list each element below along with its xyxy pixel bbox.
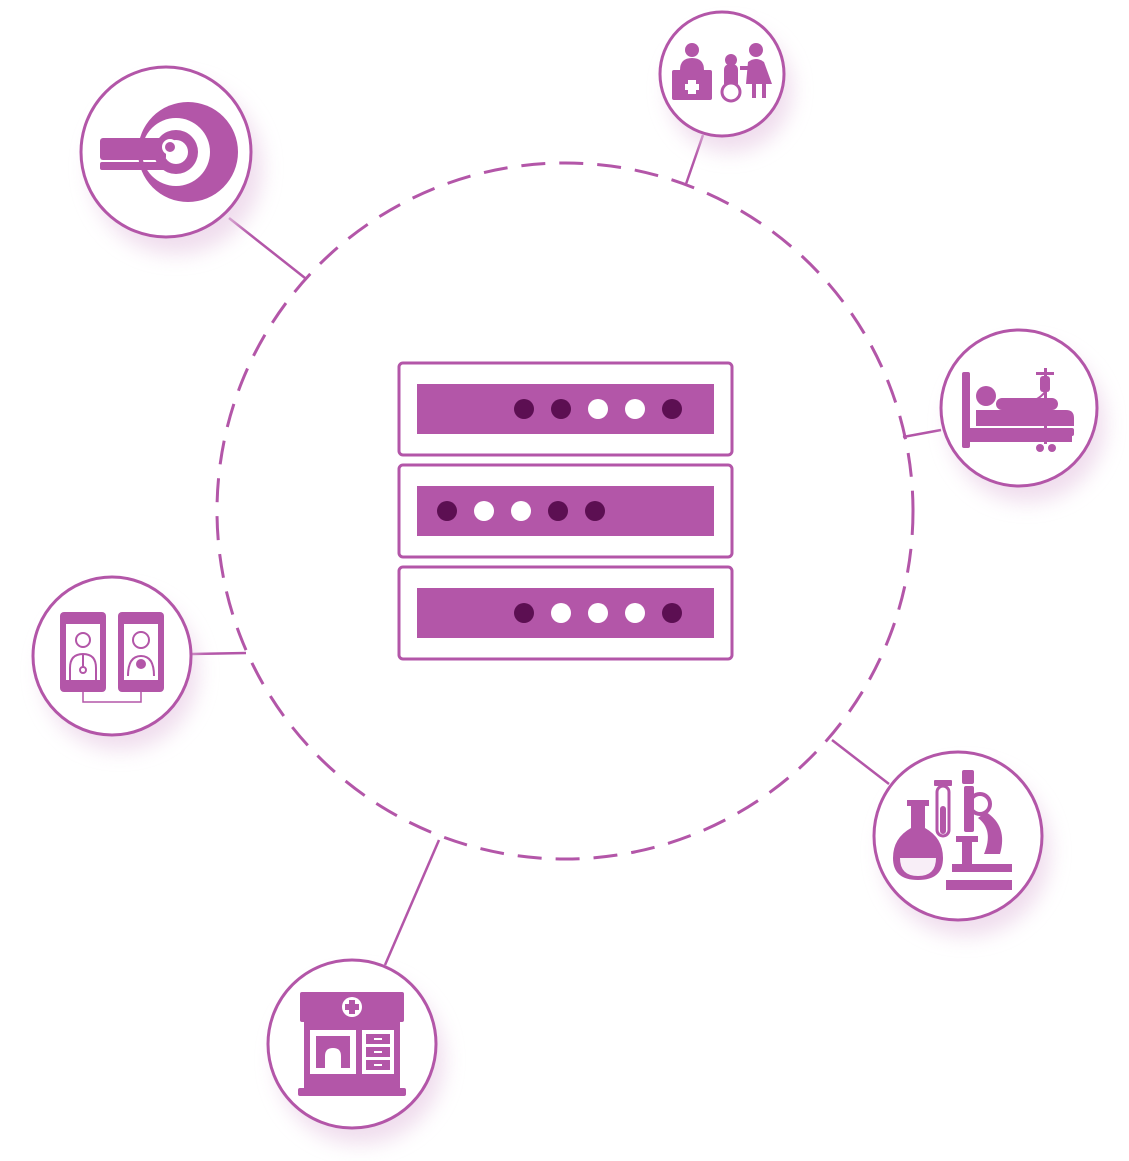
hospital-bed-iv-icon [962,368,1074,452]
server-unit-3 [397,565,734,661]
status-led-dark [514,603,534,623]
status-led-light [625,603,645,623]
status-led-dark [548,501,568,521]
status-led-dark [662,603,682,623]
mri-scanner-icon [100,102,238,202]
connector-mri [228,217,306,279]
dashed-network-ring [215,161,915,861]
reception-wheelchair-icon [672,43,772,103]
lab-microscope-flask-icon [893,770,1012,890]
node-inpatient-bed [939,328,1105,502]
connector-laboratory [831,739,890,785]
telemedicine-phones-icon [60,612,164,703]
server-stack [397,361,734,661]
status-led-light [551,603,571,623]
node-circle [31,575,193,737]
status-led-light [625,399,645,419]
connector-telemedicine [191,651,247,656]
connector-pharmacy [383,839,441,966]
status-led-dark [514,399,534,419]
status-led-dark [662,399,682,419]
node-circle [658,10,786,138]
pharmacy-store-icon [298,992,406,1096]
status-led-light [588,399,608,419]
node-hospital-reception [658,10,792,152]
server-unit-2 [397,463,734,559]
status-led-dark [437,501,457,521]
node-laboratory [872,750,1050,936]
status-led-light [511,501,531,521]
status-led-light [474,501,494,521]
node-mri-scanner [79,65,262,254]
server-unit-1 [397,361,734,457]
node-telemedicine [31,575,198,750]
status-led-dark [585,501,605,521]
status-led-dark [551,399,571,419]
connector-inpatient [902,428,942,439]
status-led-light [588,603,608,623]
node-pharmacy [266,958,444,1144]
